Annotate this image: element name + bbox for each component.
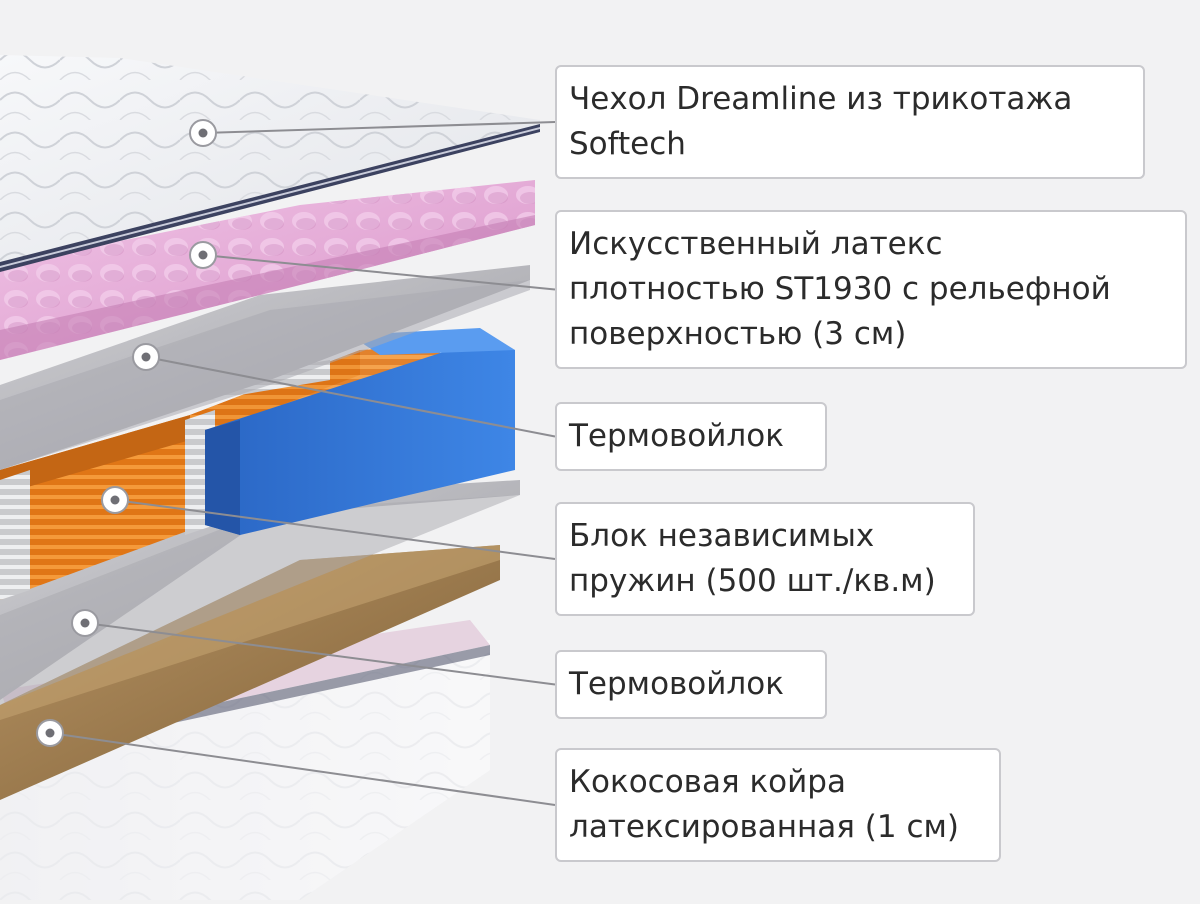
leader-lines — [49, 121, 556, 806]
leader-line — [202, 254, 556, 291]
layer-marker-dot — [36, 719, 64, 747]
leader-line — [145, 356, 556, 438]
layer-marker-dot — [71, 609, 99, 637]
leader-line — [202, 121, 556, 134]
callout-felt-bottom: Термовойлок — [555, 650, 827, 719]
callout-coir: Кокосовая койра латексированная (1 см) — [555, 748, 1001, 862]
callout-cover: Чехол Dreamline из трикотажа Softech — [555, 65, 1145, 179]
cover-layer — [0, 55, 540, 272]
leader-line — [114, 499, 556, 560]
felt-bottom-layer — [0, 480, 520, 705]
felt-top-layer — [0, 265, 530, 470]
leader-line — [84, 622, 556, 686]
latex-layer — [0, 180, 535, 360]
layer-marker-dot — [189, 241, 217, 269]
layer-marker-dot — [189, 119, 217, 147]
callout-springs: Блок независимых пружин (500 шт./кв.м) — [555, 502, 975, 616]
base-layer — [0, 620, 490, 900]
layer-marker-dot — [101, 486, 129, 514]
layer-marker-dot — [132, 343, 160, 371]
leader-line — [49, 732, 556, 806]
callout-felt-top: Термовойлок — [555, 402, 827, 471]
layer-markers — [36, 119, 217, 747]
callout-latex: Искусственный латекс плотностью ST1930 с… — [555, 210, 1187, 369]
coir-layer — [0, 545, 500, 800]
